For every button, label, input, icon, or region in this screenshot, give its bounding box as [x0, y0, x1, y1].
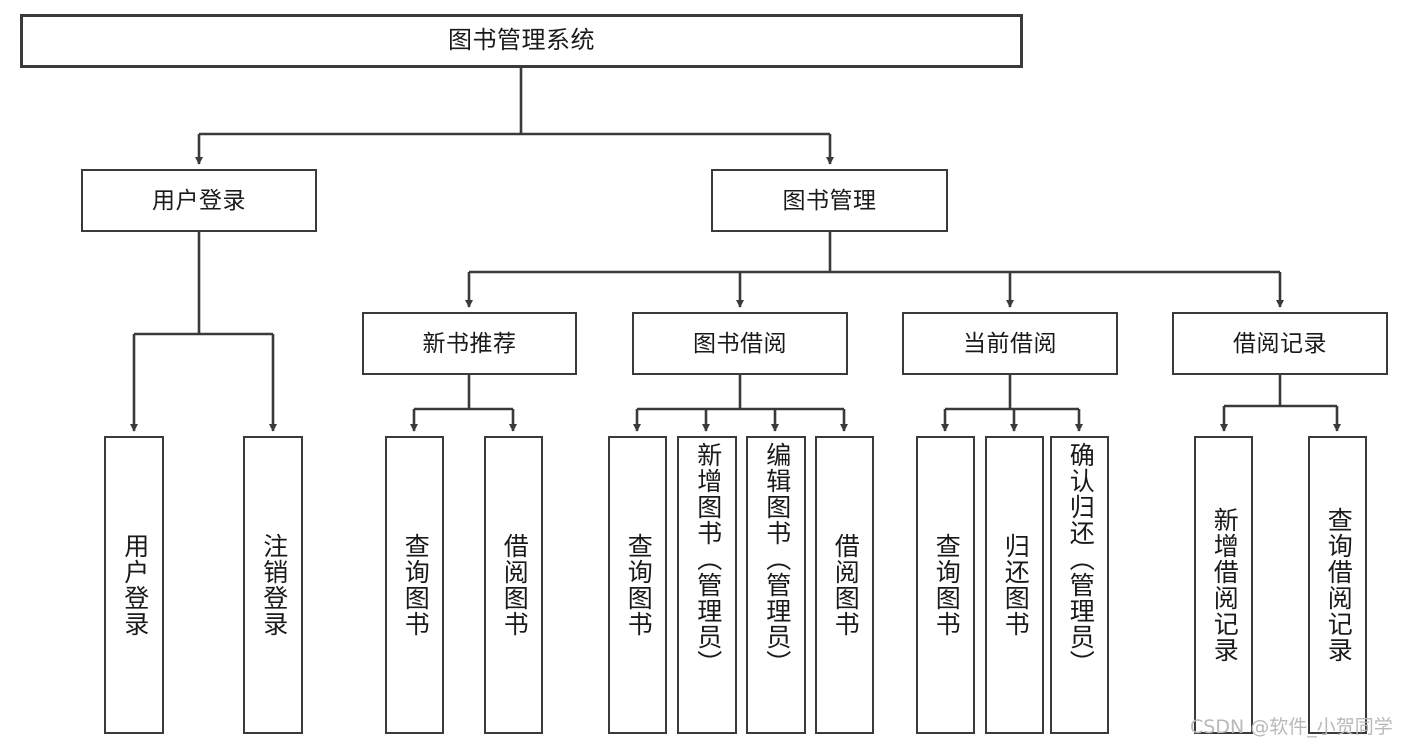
- node-root-book-management-system[interactable]: 图书管理系统: [20, 14, 1023, 68]
- node-label: 用户登录: [152, 187, 246, 214]
- node-leaf-confirm-return-admin[interactable]: 确认归还（管理员）: [1050, 436, 1109, 734]
- node-label: 查询图书: [401, 533, 430, 637]
- node-label: 编辑图书（管理员）: [762, 442, 791, 676]
- node-book-borrow[interactable]: 图书借阅: [632, 312, 848, 375]
- node-leaf-query-book-borrow[interactable]: 查询图书: [608, 436, 667, 734]
- node-label: 查询图书: [624, 533, 653, 637]
- node-label: 归还图书: [1001, 533, 1030, 637]
- node-leaf-return-book[interactable]: 归还图书: [985, 436, 1044, 734]
- node-borrow-record[interactable]: 借阅记录: [1172, 312, 1388, 375]
- node-leaf-add-borrow-record[interactable]: 新增借阅记录: [1194, 436, 1253, 734]
- node-label: 图书借阅: [693, 330, 787, 357]
- node-label: 注销登录: [259, 533, 288, 637]
- node-label: 确认归还（管理员）: [1066, 442, 1095, 676]
- node-label: 用户登录: [120, 533, 149, 637]
- node-leaf-logout[interactable]: 注销登录: [243, 436, 303, 734]
- node-leaf-user-login[interactable]: 用户登录: [104, 436, 164, 734]
- node-label: 图书管理系统: [448, 27, 595, 55]
- node-leaf-borrow-book-recommend[interactable]: 借阅图书: [484, 436, 543, 734]
- node-label: 新增借阅记录: [1210, 507, 1239, 663]
- node-leaf-query-borrow-record[interactable]: 查询借阅记录: [1308, 436, 1367, 734]
- node-label: 当前借阅: [963, 330, 1057, 357]
- node-label: 新书推荐: [422, 330, 517, 357]
- node-label: 借阅图书: [831, 533, 860, 637]
- node-leaf-edit-book-admin[interactable]: 编辑图书（管理员）: [746, 436, 806, 734]
- node-label: 借阅图书: [500, 533, 529, 637]
- node-new-book-recommend[interactable]: 新书推荐: [362, 312, 577, 375]
- node-label: 新增图书（管理员）: [693, 442, 722, 676]
- node-leaf-query-book-recommend[interactable]: 查询图书: [385, 436, 444, 734]
- node-current-borrow[interactable]: 当前借阅: [902, 312, 1118, 375]
- node-user-login[interactable]: 用户登录: [81, 169, 317, 232]
- node-label: 查询图书: [932, 533, 961, 637]
- node-book-management[interactable]: 图书管理: [711, 169, 948, 232]
- node-label: 查询借阅记录: [1324, 507, 1353, 663]
- node-label: 图书管理: [782, 187, 877, 214]
- node-label: 借阅记录: [1233, 330, 1327, 357]
- node-leaf-borrow-book[interactable]: 借阅图书: [815, 436, 874, 734]
- node-leaf-add-book-admin[interactable]: 新增图书（管理员）: [677, 436, 737, 734]
- node-leaf-query-book-current[interactable]: 查询图书: [916, 436, 975, 734]
